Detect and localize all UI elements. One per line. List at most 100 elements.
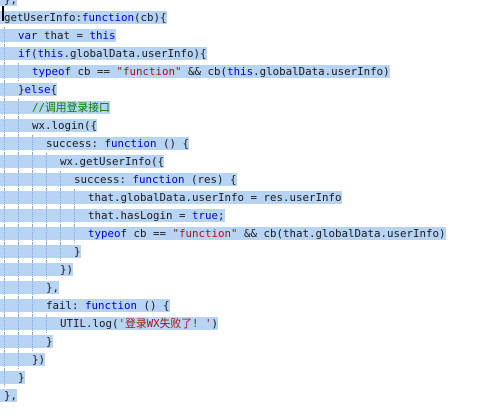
code-token: fail: — [46, 299, 86, 312]
code-token: () { — [137, 299, 170, 312]
code-token: typeof — [32, 65, 72, 78]
code-token: typeof — [88, 227, 128, 240]
indent-guide — [18, 171, 32, 189]
selection-highlight: }, — [0, 279, 60, 297]
code-token: } — [74, 245, 81, 258]
indent-guide — [4, 189, 18, 207]
selection-highlight: typeof cb == "function" && cb(that.globa… — [0, 225, 446, 243]
code-line[interactable]: }else{ — [0, 81, 446, 99]
indent-guide — [4, 315, 18, 333]
code-line[interactable]: that.hasLogin = true; — [0, 207, 446, 225]
code-line[interactable]: success: function (res) { — [0, 171, 446, 189]
code-line[interactable]: wx.login({ — [0, 117, 446, 135]
code-token: success: — [74, 173, 133, 186]
code-token: wx.login({ — [32, 119, 98, 132]
code-token: else — [24, 83, 51, 96]
code-token: && cb(that.globalData.userInfo) — [237, 227, 446, 240]
code-token: UTIL.log( — [60, 317, 119, 330]
indent-guide — [74, 189, 88, 207]
code-line[interactable]: typeof cb == "function" && cb(this.globa… — [0, 63, 446, 81]
indent-guide — [18, 333, 32, 351]
indent-guide — [32, 279, 46, 297]
code-line[interactable]: //调用登录接口 — [0, 99, 446, 117]
code-line[interactable]: fail: function () { — [0, 297, 446, 315]
selection-highlight: if(this.globalData.userInfo){ — [0, 45, 207, 63]
indent-guide — [4, 45, 18, 63]
code-line[interactable]: wx.getUserInfo({ — [0, 153, 446, 171]
indent-guide — [46, 261, 60, 279]
code-view[interactable]: },getUserInfo:function(cb){var that = th… — [0, 0, 446, 405]
code-token: '登录WX失败了! ' — [118, 317, 212, 330]
indent-guide — [4, 27, 18, 45]
code-line[interactable]: } — [0, 333, 446, 351]
indent-guide — [32, 315, 46, 333]
selection-highlight: success: function () { — [0, 135, 190, 153]
code-token: (cb){ — [134, 11, 167, 24]
code-line[interactable]: }, — [0, 387, 446, 405]
indent-guide — [4, 351, 18, 369]
indent-guide — [60, 189, 74, 207]
selection-highlight: fail: function () { — [0, 297, 170, 315]
code-line[interactable]: typeof cb == "function" && cb(that.globa… — [0, 225, 446, 243]
code-token: }, — [46, 281, 60, 294]
code-line[interactable]: }) — [0, 261, 446, 279]
indent-guide — [60, 243, 74, 261]
code-line[interactable]: getUserInfo:function(cb){ — [0, 9, 446, 27]
indent-guide — [46, 315, 60, 333]
indent-guide — [46, 171, 60, 189]
code-line[interactable]: that.globalData.userInfo = res.userInfo — [0, 189, 446, 207]
code-token: var — [18, 29, 38, 42]
indent-guide — [4, 63, 18, 81]
indent-guide — [4, 207, 18, 225]
code-token: "function" — [116, 65, 182, 78]
code-line[interactable]: } — [0, 369, 446, 387]
code-token: { — [50, 83, 58, 96]
indent-guide — [46, 207, 60, 225]
code-token: (res) { — [184, 173, 237, 186]
code-token: wx.getUserInfo({ — [60, 155, 165, 168]
indent-guide — [60, 225, 74, 243]
code-token: }, — [4, 389, 18, 402]
code-line[interactable]: }, — [0, 279, 446, 297]
code-token: that.hasLogin = — [88, 209, 193, 222]
indent-guide — [32, 333, 46, 351]
indent-guide — [18, 297, 32, 315]
indent-guide — [74, 225, 88, 243]
indent-guide — [18, 261, 32, 279]
indent-guide — [60, 207, 74, 225]
code-token: && cb( — [181, 65, 228, 78]
code-line[interactable]: UTIL.log('登录WX失败了! ') — [0, 315, 446, 333]
selection-highlight: typeof cb == "function" && cb(this.globa… — [0, 63, 390, 81]
code-token: function — [104, 137, 157, 150]
indent-guide — [4, 135, 18, 153]
indent-guide — [18, 153, 32, 171]
code-token: that = — [37, 29, 90, 42]
indent-guide — [4, 99, 18, 117]
code-token: }, — [4, 0, 17, 6]
code-token: ) — [211, 317, 219, 330]
code-token: true — [192, 209, 219, 222]
code-line[interactable]: }, — [0, 0, 446, 9]
code-token: if — [18, 47, 32, 60]
indent-guide — [32, 189, 46, 207]
selection-highlight: }else{ — [0, 81, 58, 99]
indent-guide — [32, 171, 46, 189]
code-line[interactable]: } — [0, 243, 446, 261]
code-token: ; — [218, 209, 225, 222]
selection-highlight: } — [0, 369, 25, 387]
indent-guide — [46, 225, 60, 243]
code-line[interactable]: if(this.globalData.userInfo){ — [0, 45, 446, 63]
code-token: .globalData.userInfo) — [253, 65, 390, 78]
selection-highlight: var that = this — [0, 27, 116, 45]
indent-guide — [18, 279, 32, 297]
code-line[interactable]: success: function () { — [0, 135, 446, 153]
indent-guide — [4, 369, 18, 387]
code-token: this — [89, 29, 116, 42]
selection-highlight: wx.login({ — [0, 117, 98, 135]
indent-guide — [18, 351, 32, 369]
indent-guide — [4, 243, 18, 261]
code-line[interactable]: var that = this — [0, 27, 446, 45]
code-line[interactable]: }) — [0, 351, 446, 369]
indent-guide — [4, 117, 18, 135]
